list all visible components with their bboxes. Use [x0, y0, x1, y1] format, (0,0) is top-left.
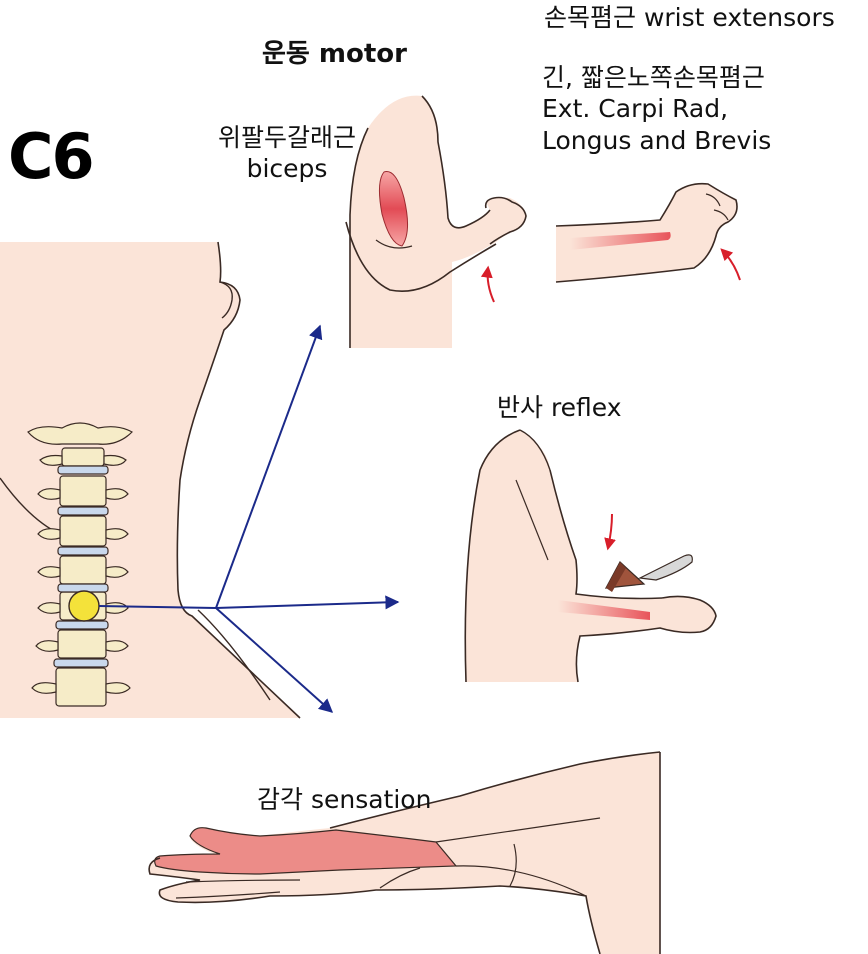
shoulder-outline — [197, 609, 271, 701]
biceps-fist-outline — [484, 196, 527, 245]
reflex-hammer-icon — [604, 554, 693, 592]
extensor-arm-outline — [555, 182, 738, 283]
arrow-to-reflex — [215, 595, 400, 610]
biceps-panel — [345, 95, 527, 348]
ecr-label: 긴, 짧은노쪽손목폄근 Ext. Carpi Rad, Longus and B… — [542, 62, 771, 156]
reflex-panel — [464, 429, 717, 683]
reflex-label: 반사 reflex — [497, 393, 622, 422]
arrow-to-motor — [215, 324, 323, 609]
reflex-chest-line — [515, 479, 549, 561]
biceps-label-english: biceps — [246, 154, 328, 184]
biceps-forearm-underside — [345, 221, 497, 292]
reflex-muscle — [558, 600, 650, 620]
biceps-label-korean: 위팔두갈래근 — [217, 123, 356, 152]
extensor-knuckles — [705, 193, 729, 221]
biceps-arm-skin — [350, 95, 526, 348]
reflex-torso-skin — [465, 430, 716, 682]
sensation-fingers — [175, 879, 301, 899]
biceps-arm-outline — [349, 95, 491, 348]
spinal-level-label: C6 — [8, 120, 95, 193]
motion-arrow-icon — [480, 265, 495, 303]
reflex-torso-outline — [464, 429, 663, 683]
sensation-arm-outline — [148, 752, 661, 954]
ecr-label-line-2: Ext. Carpi Rad, — [542, 94, 729, 124]
neck-outline — [176, 241, 301, 719]
neck-panel — [0, 241, 301, 719]
motion-arrow-icon — [604, 513, 616, 551]
cervical-spine — [27, 422, 133, 707]
sensation-panel — [148, 751, 661, 954]
ecr-label-line-3: Longus and Brevis — [542, 125, 772, 155]
motor-heading: 운동 motor — [262, 39, 407, 69]
reflex-hand-outline — [575, 595, 717, 683]
biceps-elbow-crease — [375, 239, 413, 249]
ecr-label-korean: 긴, 짧은노쪽손목폄근 — [542, 63, 765, 92]
wrist-extensors-title: 손목폄근 wrist extensors — [544, 3, 835, 32]
root-line — [98, 605, 217, 609]
biceps-muscle — [378, 171, 408, 247]
extensor-muscle — [570, 232, 671, 250]
sensation-dermatome-lines — [379, 817, 601, 897]
arrow-to-sensation — [215, 607, 334, 713]
reflex-shoulder-line — [519, 429, 551, 471]
dermatome-region — [154, 827, 458, 875]
extensor-arm-skin — [556, 183, 737, 282]
biceps-label: 위팔두갈래근 biceps — [196, 122, 378, 185]
c6-nerve-root — [68, 590, 100, 622]
sensation-label: 감각 sensation — [257, 785, 432, 814]
motion-arrow-icon — [720, 248, 741, 281]
nerve-pathways — [98, 324, 400, 713]
ear-outline — [219, 281, 233, 319]
sensation-upper-outline — [329, 751, 661, 829]
wrist-extensor-panel — [555, 182, 741, 283]
